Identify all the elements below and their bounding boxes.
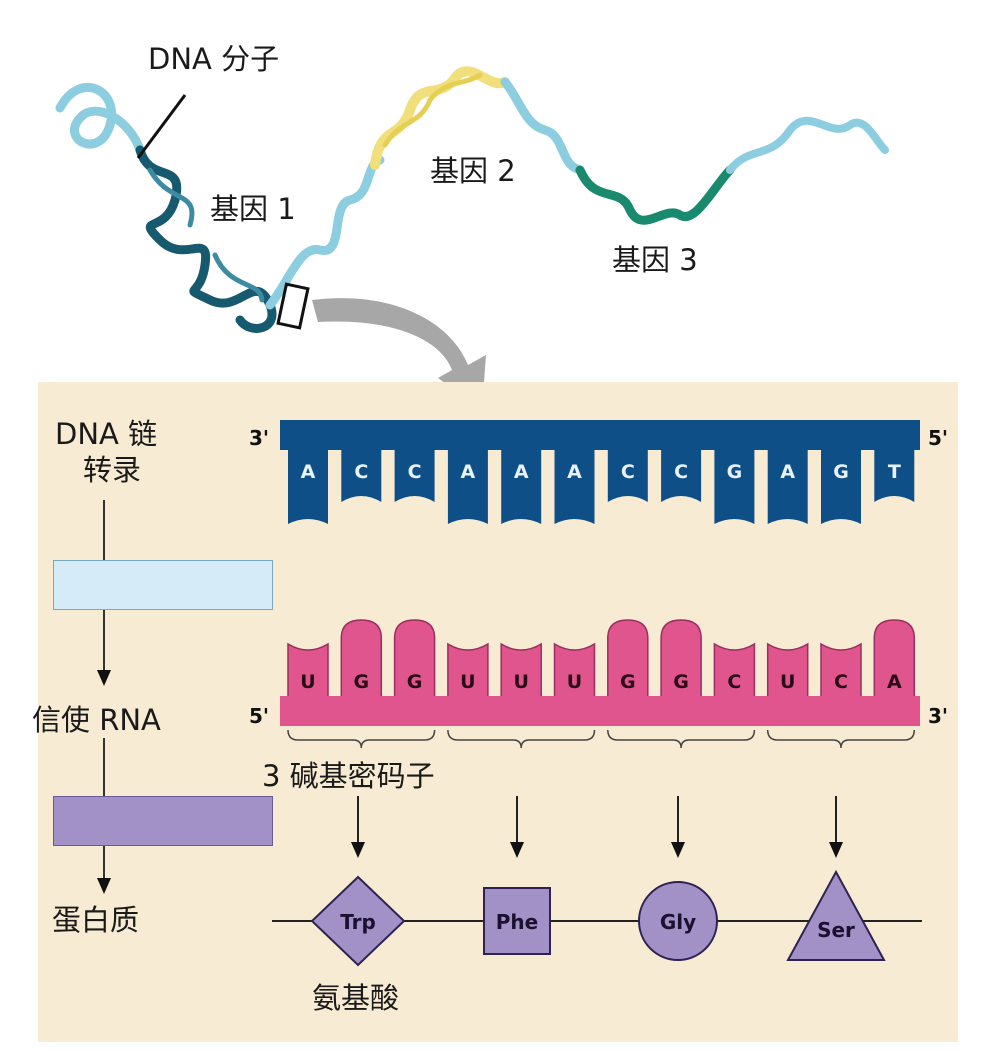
mrna-label: 信使 RNA — [32, 703, 161, 737]
dna-base-letter: T — [888, 461, 901, 483]
mrna-base-letter: G — [353, 671, 369, 693]
codon-brace — [766, 729, 916, 749]
dna-base-shape — [661, 448, 702, 502]
codon-arrow-head — [829, 842, 843, 858]
helix-gene2-strand2 — [382, 72, 483, 148]
amino-acid-name: Trp — [340, 910, 376, 934]
mrna-base-shape — [393, 619, 436, 701]
mrna-base-letter: U — [460, 671, 475, 693]
dna-left-end: 3' — [249, 426, 270, 450]
mrna-base-letter: G — [673, 671, 689, 693]
dna-base-shape — [874, 448, 915, 502]
gene3-label: 基因 3 — [612, 243, 698, 277]
dna-right-end: 5' — [928, 426, 949, 450]
dna-base-letter: A — [301, 461, 316, 483]
mrna-base-letter: C — [727, 671, 741, 693]
dna-base-shape — [501, 448, 542, 524]
dna-base-shape — [554, 448, 595, 524]
codon-brace — [447, 729, 596, 749]
mrna-base-shape — [287, 642, 329, 701]
mrna-left-end: 5' — [249, 704, 270, 728]
mrna-base-letter: G — [407, 671, 423, 693]
mrna-base-letter: U — [567, 671, 582, 693]
mrna-base-shape — [766, 642, 809, 701]
dna-base-shape — [288, 448, 328, 524]
codon-brace — [607, 729, 756, 749]
codon-arrow-head — [671, 842, 685, 858]
dna-molecule-label: DNA 分子 — [148, 42, 280, 76]
dna-base-letter: C — [621, 461, 635, 483]
dna-base-shape — [341, 448, 382, 502]
mrna-base-letter: C — [834, 671, 848, 693]
gene2-label: 基因 2 — [430, 154, 516, 188]
amino-acid-square — [483, 887, 551, 955]
dna-base-letter: A — [567, 461, 582, 483]
mrna-base-letter: U — [300, 671, 315, 693]
transcription-label: 转录 — [83, 453, 142, 487]
mrna-base-shape — [553, 642, 596, 701]
protein-label: 蛋白质 — [52, 903, 140, 937]
helix-segment-start — [55, 83, 145, 155]
dna-base-letter: G — [727, 461, 743, 483]
dna-base-letter: C — [354, 461, 368, 483]
dna-base-shape — [607, 448, 648, 502]
codon-arrow-head — [351, 842, 365, 858]
dna-base-letter: G — [833, 461, 849, 483]
amino-acid-name: Ser — [817, 918, 855, 942]
amino-acid-label: 氨基酸 — [312, 981, 400, 1015]
dna-base-letter: C — [408, 461, 422, 483]
codon-arrow-head — [510, 842, 524, 858]
helix-segment-bridge — [500, 77, 585, 175]
mrna-base-shape — [660, 619, 702, 701]
dna-base-letter: A — [514, 461, 529, 483]
amino-acid-triangle — [786, 869, 886, 961]
dna-base-shape — [767, 448, 808, 524]
mrna-base-letter: A — [887, 671, 902, 693]
dna-base-letter: C — [674, 461, 688, 483]
mrna-right-end: 3' — [928, 704, 949, 728]
transcription-box — [53, 560, 273, 610]
amino-acid-name: Phe — [496, 910, 538, 934]
gene1-label: 基因 1 — [210, 192, 296, 226]
mrna-base-letter: U — [513, 671, 528, 693]
helix-gene1-strand2 — [147, 167, 265, 303]
dna-strand-label: DNA 链 — [55, 417, 158, 451]
amino-acid-circle — [638, 881, 718, 961]
helix-segment-middle — [265, 155, 385, 310]
mrna-base-letter: U — [780, 671, 795, 693]
highlight-box — [276, 282, 310, 330]
mrna-base-shape — [340, 619, 383, 701]
mrna-backbone — [280, 696, 920, 726]
amino-acid-name: Gly — [660, 910, 696, 934]
mrna-base-shape — [713, 642, 756, 701]
dna-backbone — [280, 420, 920, 450]
amino-acid-diamond — [310, 875, 406, 967]
translation-box — [53, 796, 273, 846]
dna-base-letter: A — [461, 461, 476, 483]
dna-base-shape — [714, 448, 755, 524]
dna-base-shape — [447, 448, 488, 524]
mrna-base-letter: G — [620, 671, 636, 693]
mrna-base-shape — [873, 619, 916, 701]
mrna-base-shape — [820, 642, 862, 701]
dna-label-pointer — [136, 94, 187, 159]
mrna-base-shape — [607, 619, 649, 701]
mrna-base-shape — [447, 642, 489, 701]
amino-acid-chain: Trp Phe Gly Ser — [272, 796, 922, 967]
dna-base-letter: A — [780, 461, 795, 483]
dna-base-shape — [394, 448, 435, 502]
codon-brace — [287, 729, 436, 749]
mrna-base-shape — [500, 642, 542, 701]
helix-gene3 — [575, 165, 735, 225]
dna-base-shape — [821, 448, 861, 524]
helix-segment-end — [726, 116, 889, 174]
codon-label: 3 碱基密码子 — [262, 759, 435, 793]
